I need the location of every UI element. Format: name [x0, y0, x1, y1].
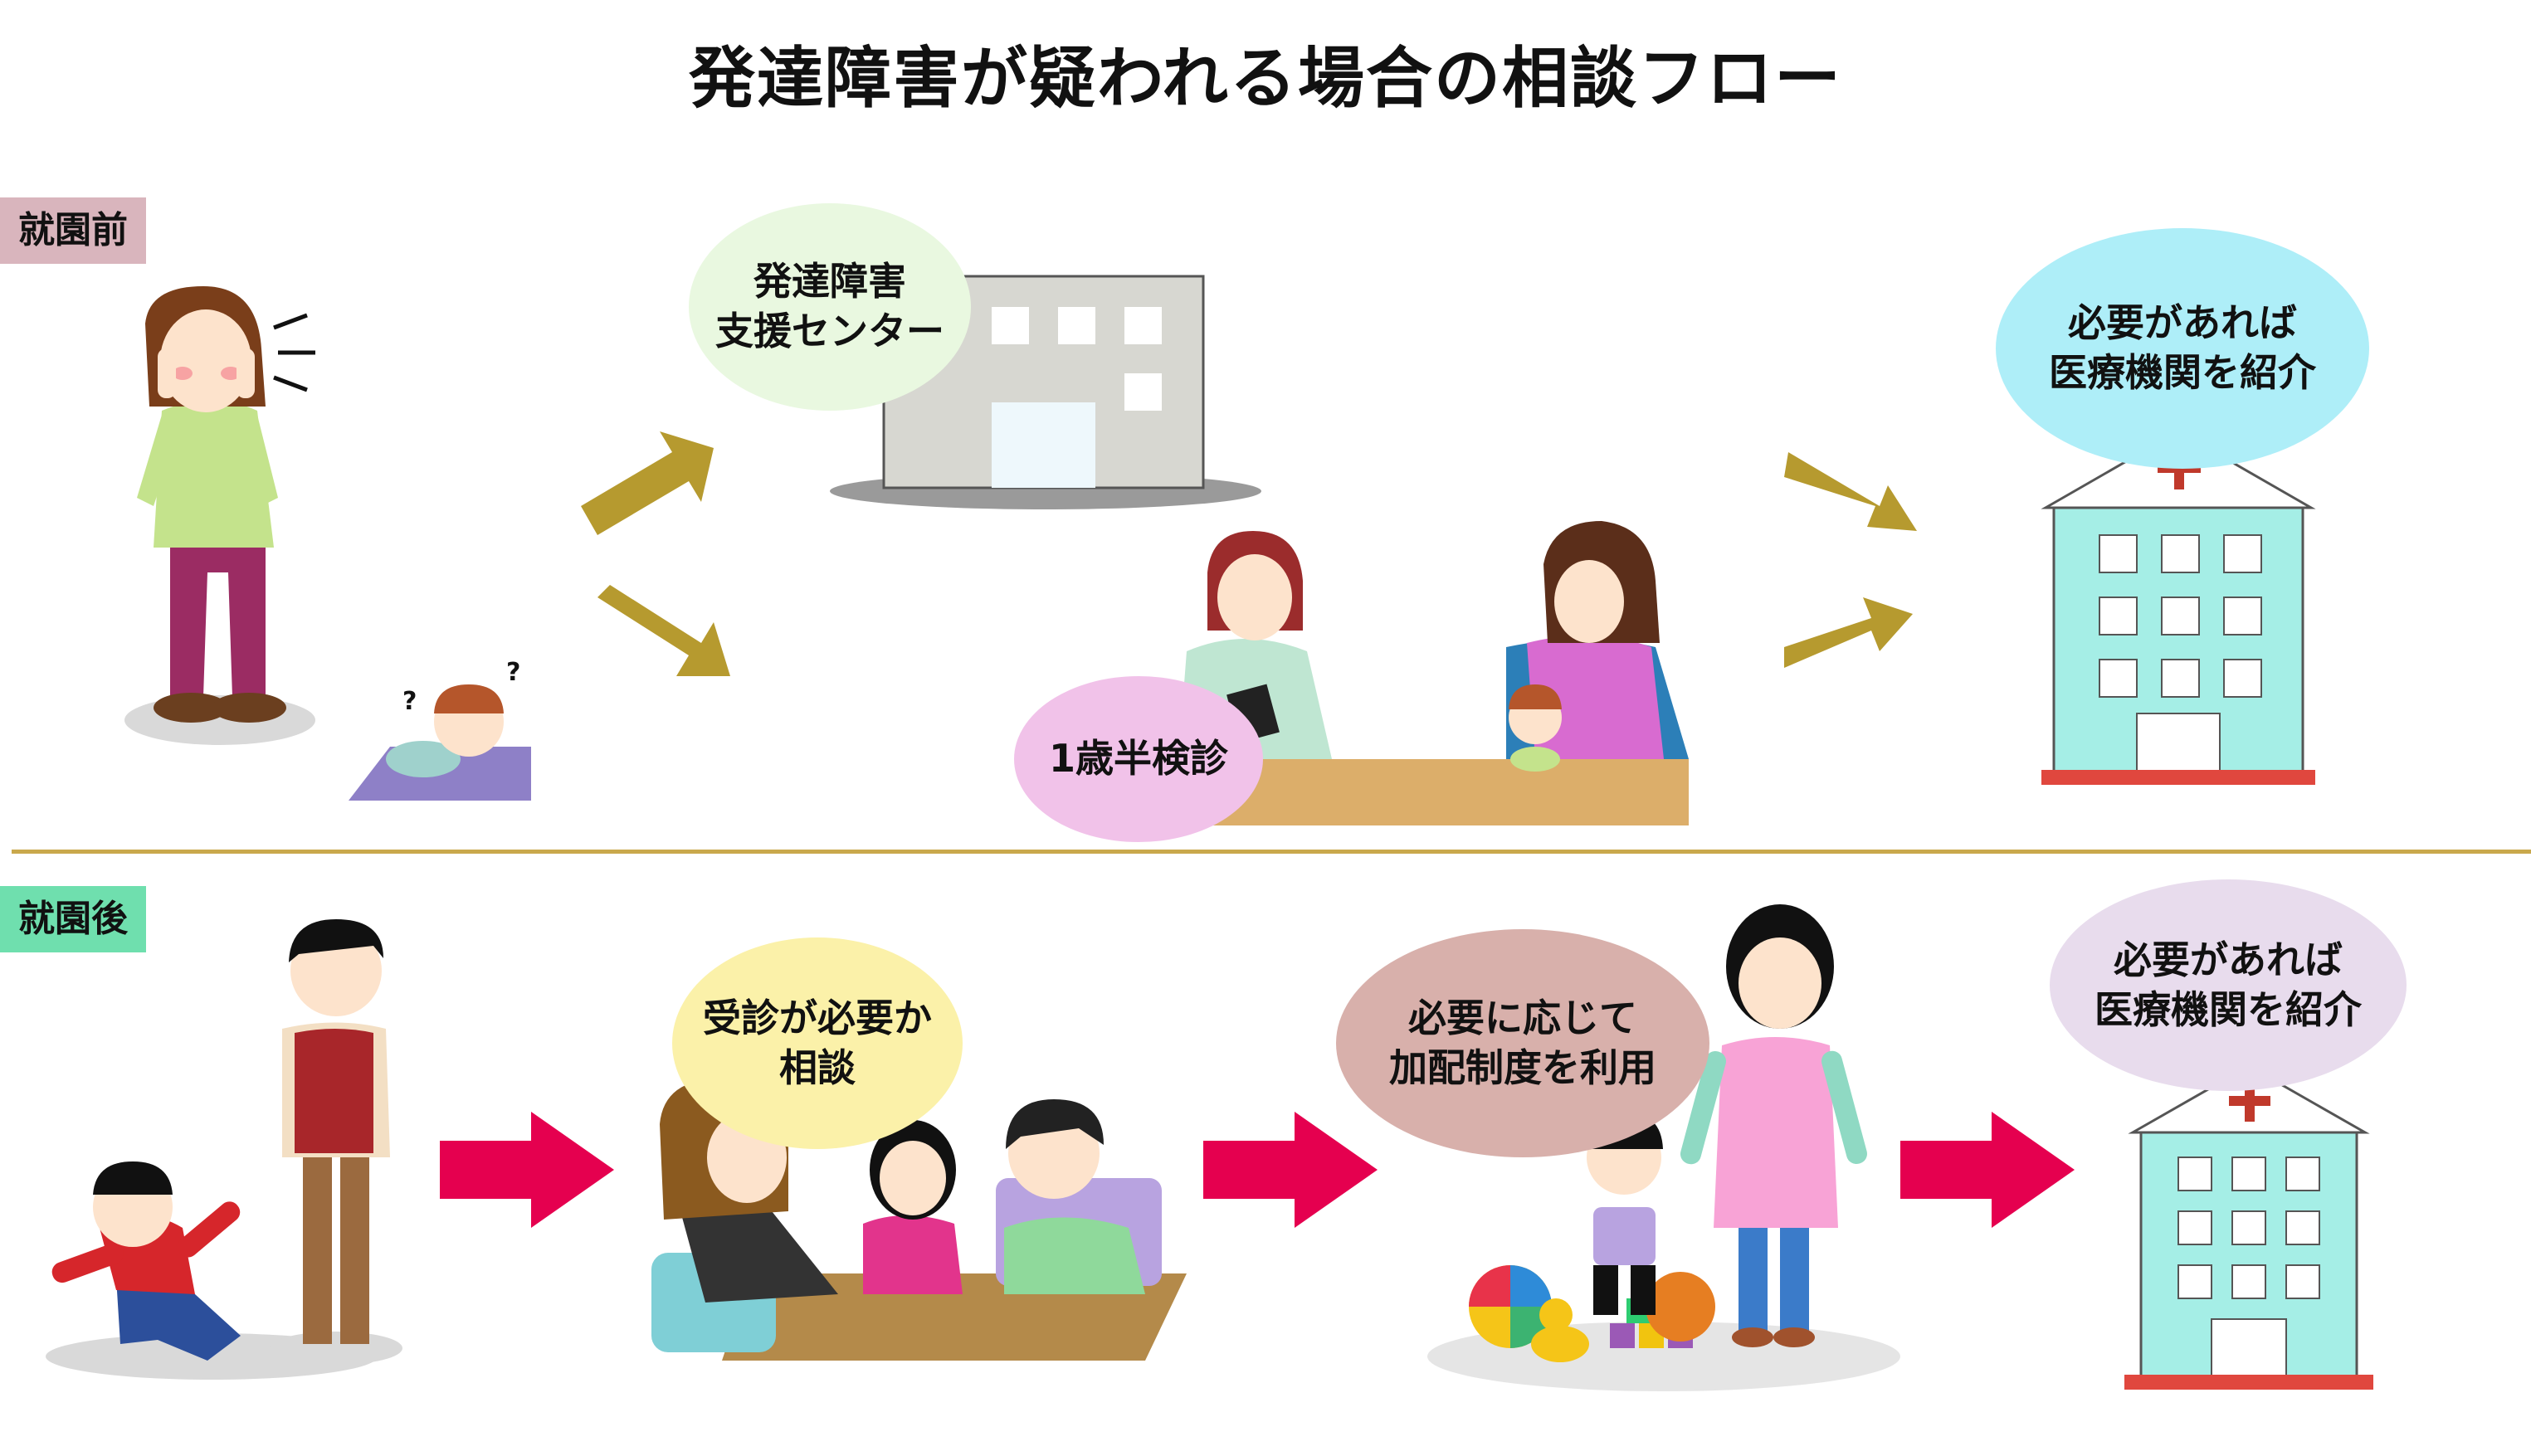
- arrow-to-referral-1-icon: [1784, 452, 1917, 531]
- arrow-to-referral-2-icon: [1784, 597, 1913, 668]
- bubble-support-center: 発達障害 支援センター: [689, 203, 971, 411]
- worried-mother-icon: [124, 286, 315, 745]
- svg-text:?: ?: [506, 658, 520, 687]
- bubble-support: 必要に応じて 加配制度を利用: [1336, 929, 1709, 1157]
- hospital-building-1-icon: [2041, 430, 2316, 785]
- arrow-to-consult-icon: [440, 1112, 614, 1228]
- bubble-checkup: 1歳半検診: [1014, 676, 1263, 842]
- bubble-referral-after: 必要があれば 医療機関を紹介: [2050, 879, 2407, 1091]
- bubble-consult: 受診が必要か 相談: [672, 937, 963, 1149]
- worried-father-icon: [270, 919, 402, 1365]
- arrow-to-center-icon: [581, 431, 714, 535]
- bubble-referral-before: 必要があれば 医療機関を紹介: [1996, 228, 2369, 469]
- arrow-to-support-icon: [1203, 1112, 1378, 1228]
- svg-text:?: ?: [402, 687, 417, 716]
- arrow-to-referral-3-icon: [1900, 1112, 2075, 1228]
- page-title: 発達障害が疑われる場合の相談フロー: [689, 40, 1842, 117]
- crawling-baby-icon: ? ?: [349, 658, 531, 801]
- hospital-building-2-icon: [2124, 1064, 2373, 1390]
- section-label-after: 就園後: [0, 886, 146, 952]
- section-label-before: 就園前: [0, 197, 146, 264]
- section-divider: [12, 850, 2531, 854]
- arrow-to-checkup-icon: [597, 585, 730, 676]
